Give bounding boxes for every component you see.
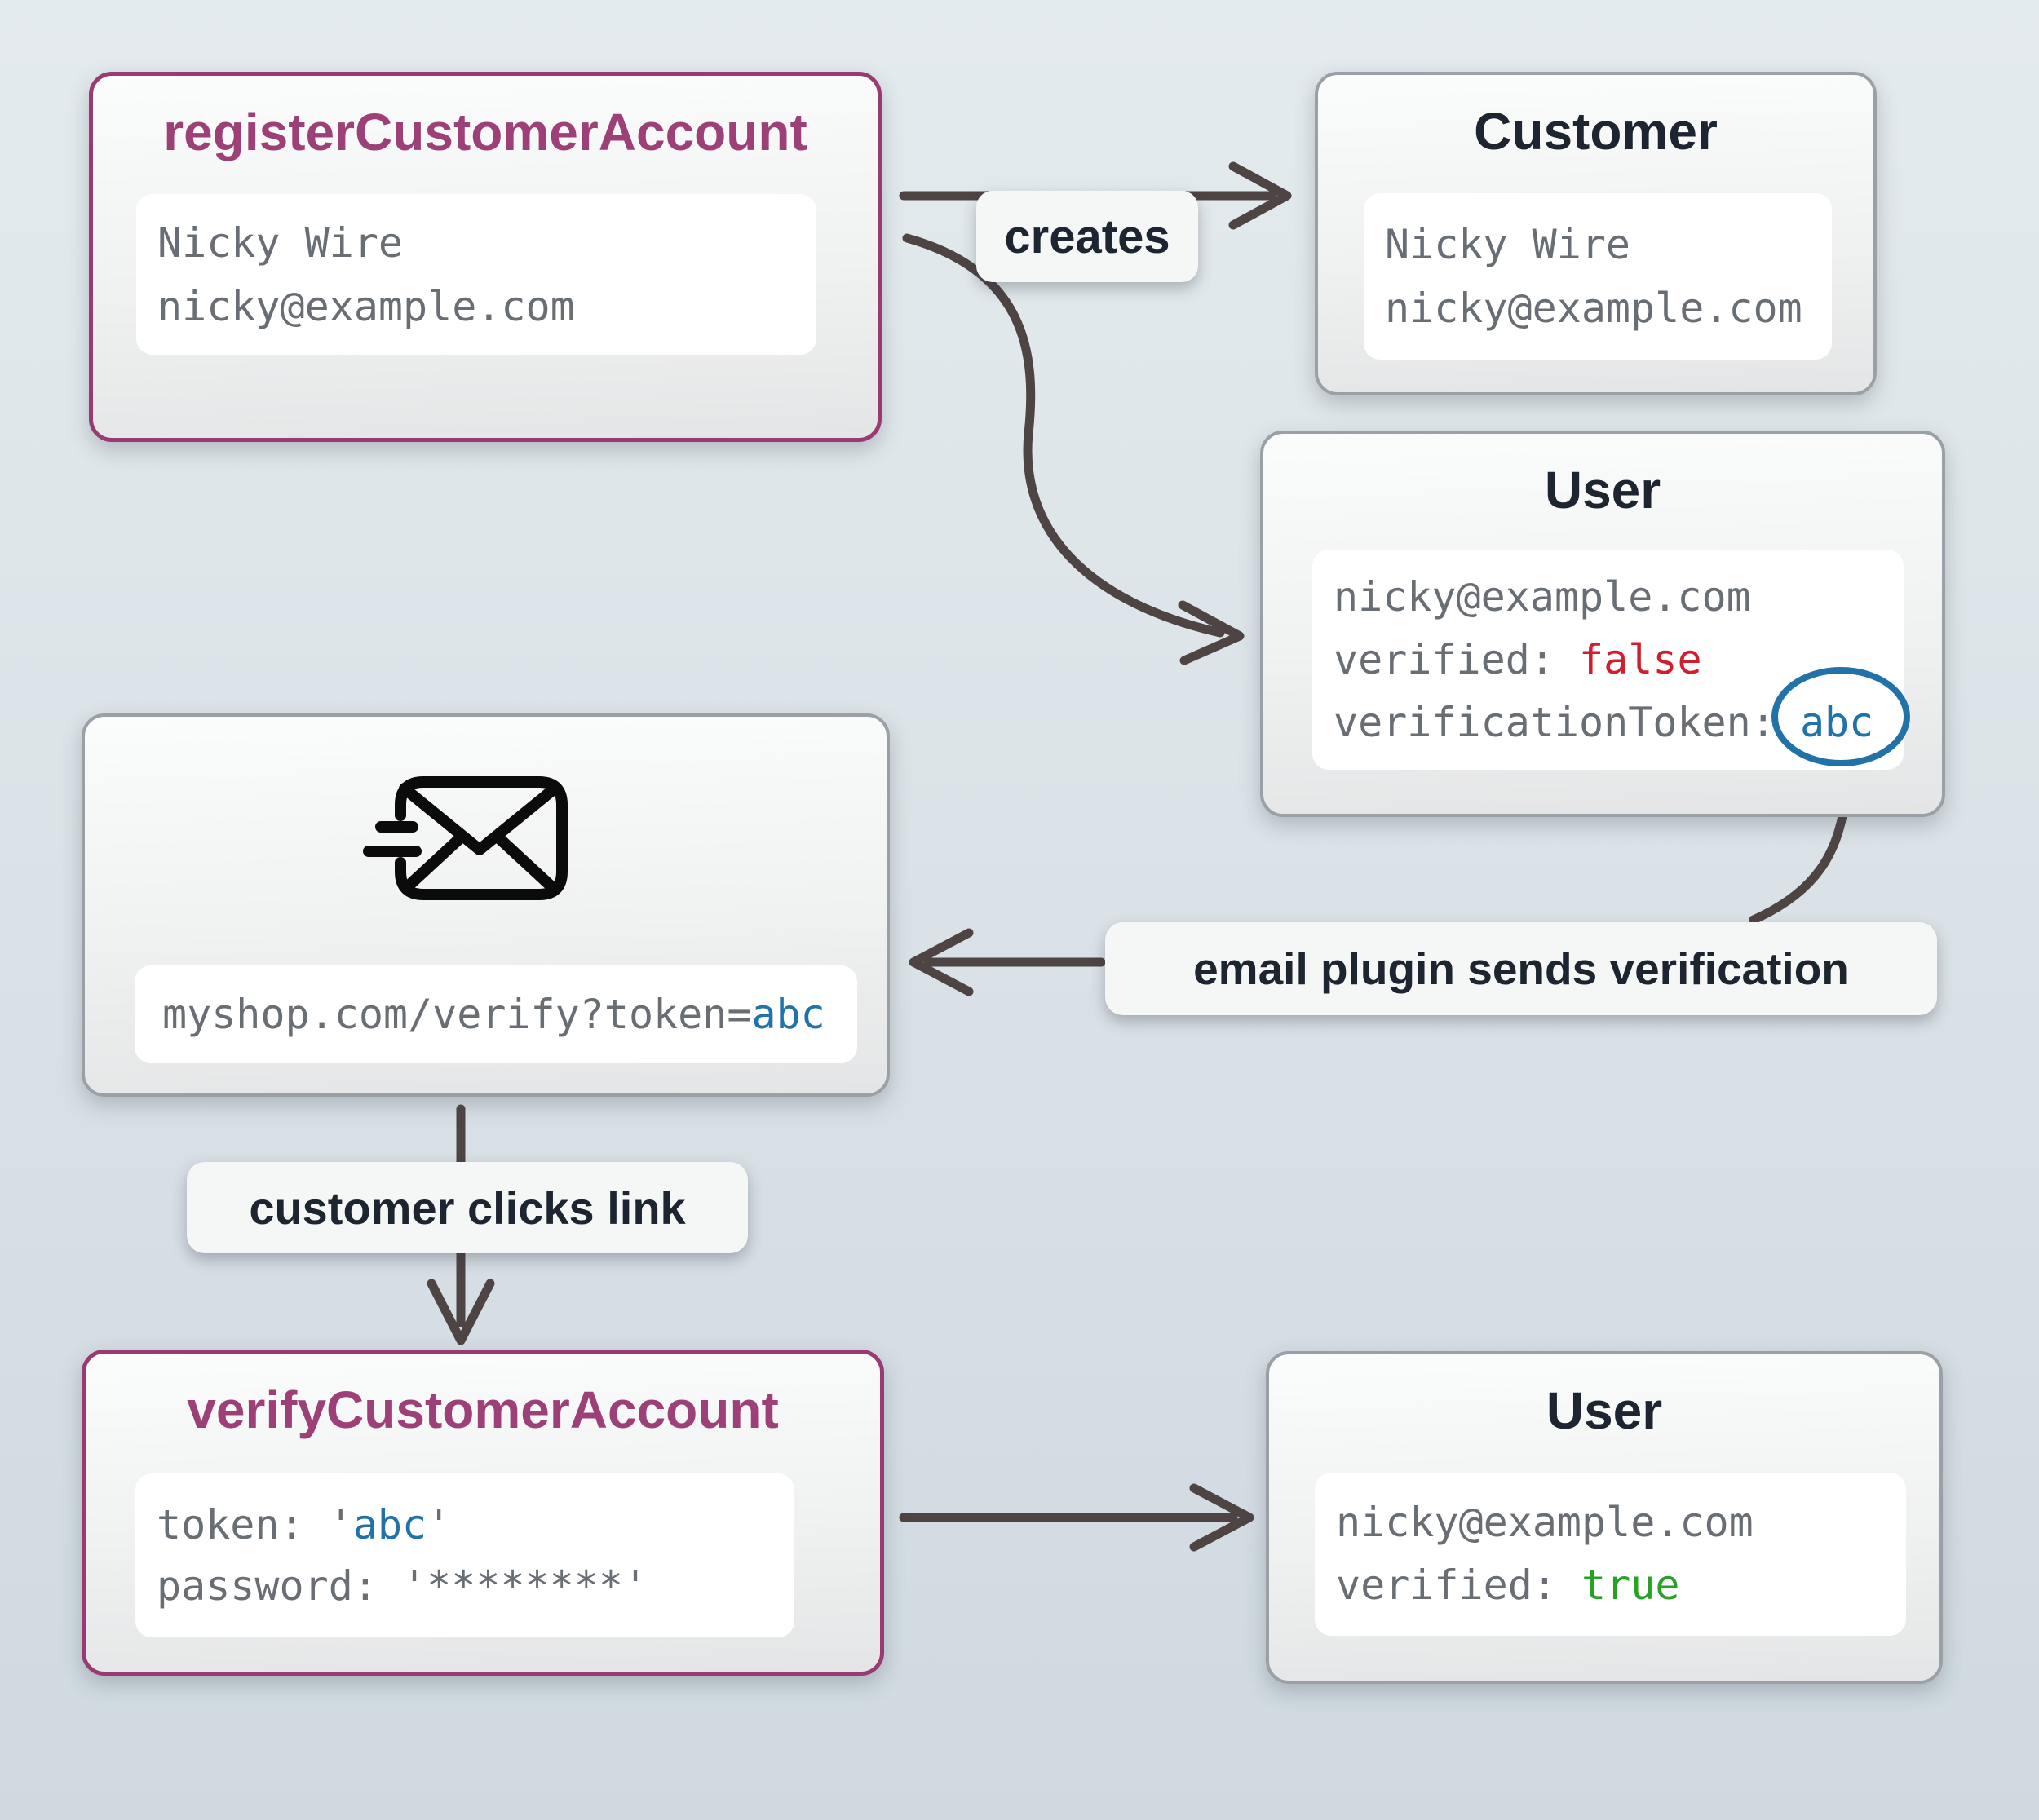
register-node-body: Nicky Wire nicky@example.com bbox=[136, 194, 816, 355]
customer-email-line: nicky@example.com bbox=[1385, 285, 1802, 332]
creates-curved-arrow bbox=[902, 233, 1245, 665]
verified-true-value: true bbox=[1581, 1562, 1680, 1609]
register-name-line: Nicky Wire bbox=[157, 219, 404, 267]
register-node-title: registerCustomerAccount bbox=[163, 103, 807, 161]
register-customer-account-node: registerCustomerAccount Nicky Wire nicky… bbox=[89, 72, 882, 442]
verification-token-value: abc bbox=[1799, 698, 1874, 746]
user-verified-email-line: nicky@example.com bbox=[1336, 1499, 1754, 1546]
user-unverified-node: User nicky@example.com verified: false v… bbox=[1260, 431, 1945, 817]
creates-label: creates bbox=[976, 191, 1198, 282]
user-verified-node-title: User bbox=[1546, 1381, 1663, 1440]
verify-arrow bbox=[899, 1483, 1254, 1552]
email-plugin-label: email plugin sends verification bbox=[1105, 922, 1937, 1015]
user-unverified-verified-line: verified: false bbox=[1334, 635, 1702, 683]
user-unverified-node-title: User bbox=[1544, 461, 1661, 519]
user-verified-node: User nicky@example.com verified: true bbox=[1266, 1351, 1943, 1684]
user-unverified-email-line: nicky@example.com bbox=[1334, 572, 1751, 621]
verify-token-value: abc bbox=[352, 1500, 427, 1548]
email-message-node: myshop.com/verify?token=abc bbox=[82, 713, 890, 1097]
verification-url-line: myshop.com/verify?token=abc bbox=[162, 991, 825, 1038]
verify-password-line: password: '********' bbox=[157, 1562, 648, 1610]
url-token-value: abc bbox=[751, 991, 825, 1038]
user-verified-verified-line: verified: true bbox=[1336, 1562, 1680, 1609]
user-verified-node-body: nicky@example.com verified: true bbox=[1315, 1473, 1906, 1636]
register-email-line: nicky@example.com bbox=[157, 282, 575, 330]
customer-node: Customer Nicky Wire nicky@example.com bbox=[1315, 72, 1877, 395]
user-unverified-token-line: verificationToken: abc bbox=[1334, 698, 1874, 746]
verify-customer-account-node: verifyCustomerAccount token: 'abc' passw… bbox=[82, 1350, 884, 1676]
user-unverified-node-body: nicky@example.com verified: false verifi… bbox=[1312, 550, 1904, 770]
email-plugin-arrow bbox=[909, 928, 1106, 996]
verified-false-value: false bbox=[1579, 635, 1702, 683]
customer-clicks-label: customer clicks link bbox=[187, 1162, 748, 1253]
mail-send-icon bbox=[363, 776, 568, 900]
verify-node-title: verifyCustomerAccount bbox=[187, 1380, 779, 1439]
verify-token-line: token: 'abc' bbox=[157, 1500, 452, 1548]
email-message-node-body: myshop.com/verify?token=abc bbox=[135, 965, 857, 1063]
verify-node-body: token: 'abc' password: '********' bbox=[135, 1473, 794, 1637]
customer-name-line: Nicky Wire bbox=[1385, 221, 1631, 268]
customer-node-body: Nicky Wire nicky@example.com bbox=[1364, 193, 1832, 360]
customer-node-title: Customer bbox=[1474, 102, 1718, 161]
password-masked-value: '********' bbox=[402, 1562, 648, 1610]
